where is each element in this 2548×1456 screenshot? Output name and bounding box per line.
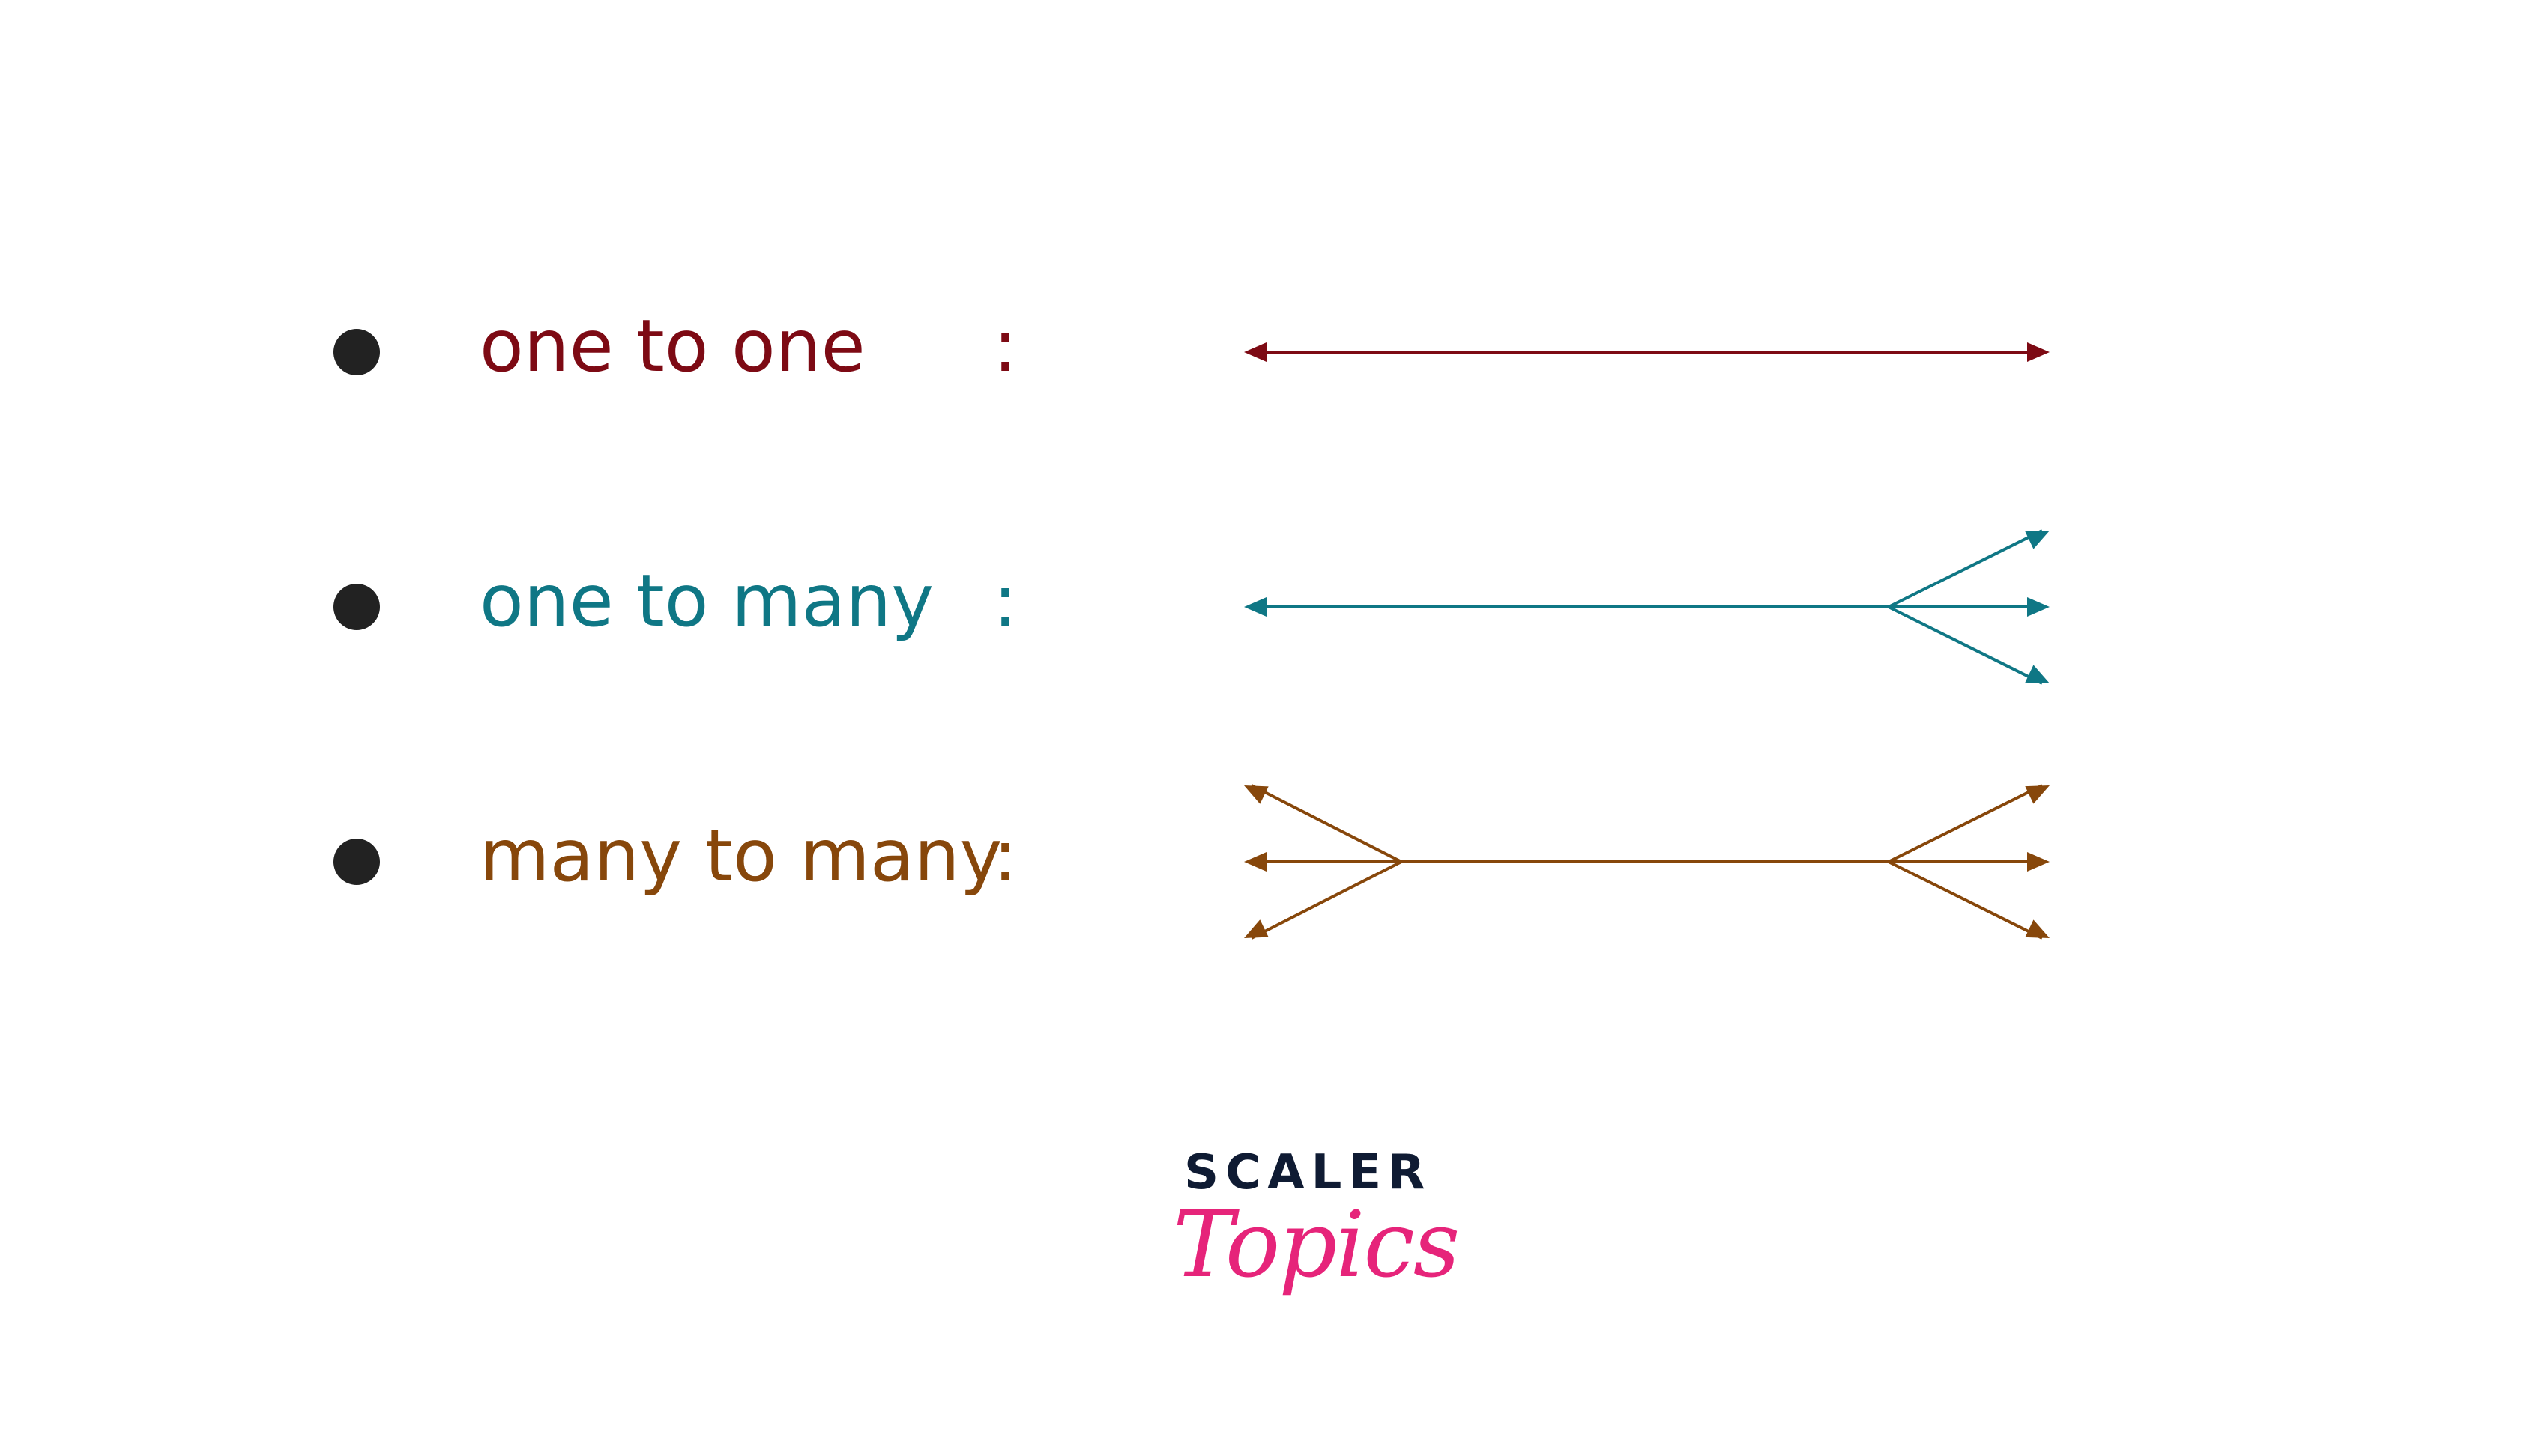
arrowhead-right (2027, 597, 2050, 617)
arrowhead-right (2025, 665, 2050, 683)
arrowhead-left (1244, 919, 1269, 938)
crow-foot-line-right (1888, 605, 2043, 685)
arrowhead-left (1244, 785, 1269, 804)
arrowhead-right (2025, 785, 2050, 804)
crow-foot-line-right (1888, 784, 2043, 863)
relationship-label: one to many (480, 559, 935, 643)
arrowhead-right (2025, 919, 2050, 938)
scaler-topics-logo: SCALER Topics (1169, 1147, 1460, 1349)
relationship-label: many to many (480, 814, 1003, 898)
relationship-label: one to one (480, 304, 866, 388)
bullet-icon (333, 839, 380, 885)
bullet-icon (333, 329, 380, 375)
crow-foot-line-right (1888, 529, 2043, 608)
crow-foot-line-right (1888, 860, 2043, 940)
arrowhead-left (1244, 597, 1267, 617)
crow-foot-line-left (1251, 860, 1402, 940)
crow-foot-line-left (1251, 784, 1402, 863)
arrowhead-left (1244, 342, 1267, 362)
arrowhead-right (2025, 531, 2050, 549)
arrowhead-right (2027, 852, 2050, 872)
bullet-icon (333, 584, 380, 630)
arrowhead-right (2027, 342, 2050, 362)
arrowhead-left (1244, 852, 1267, 872)
separator-colon: : (993, 304, 1018, 388)
separator-colon: : (993, 559, 1018, 643)
logo-wordmark-scaler: SCALER (1184, 1145, 1432, 1200)
separator-colon: : (993, 814, 1018, 898)
logo-wordmark-topics: Topics (1173, 1191, 1460, 1298)
